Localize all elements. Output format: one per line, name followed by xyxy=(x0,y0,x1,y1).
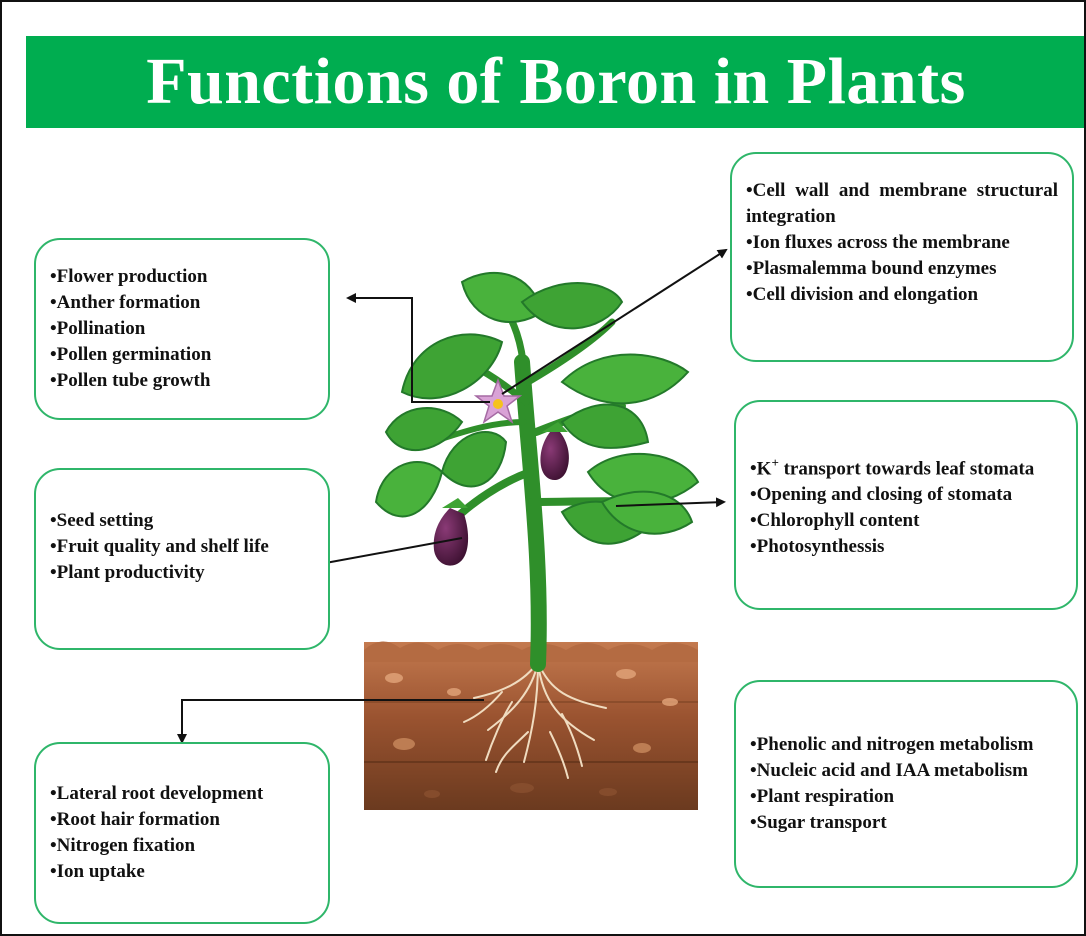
list-item: Phenolic and nitrogen metabolism xyxy=(750,732,1062,758)
list-item: Ion uptake xyxy=(50,859,314,885)
list-item: Seed setting xyxy=(50,508,314,534)
list-item: Sugar transport xyxy=(750,810,1062,836)
list-item: Plant productivity xyxy=(50,560,314,586)
list-item: Pollen germination xyxy=(50,342,314,368)
list-item: Flower production xyxy=(50,264,314,290)
potassium-charge: + xyxy=(771,455,778,470)
list-item-k-transport: K+ transport towards leaf stomata xyxy=(750,450,1062,482)
title-banner-area: Functions of Boron in Plants xyxy=(26,36,1086,128)
cell-functions-box: Cell wall and membrane structural integr… xyxy=(730,152,1074,362)
potassium-symbol: K xyxy=(757,458,772,479)
list-item: Pollination xyxy=(50,316,314,342)
page-title: Functions of Boron in Plants xyxy=(146,44,966,120)
list-item: Chlorophyll content xyxy=(750,508,1062,534)
metabolism-functions-box: Phenolic and nitrogen metabolism Nucleic… xyxy=(734,680,1078,888)
list-item: Photosynthessis xyxy=(750,534,1062,560)
list-item: Fruit quality and shelf life xyxy=(50,534,314,560)
k-transport-text: transport towards leaf stomata xyxy=(779,458,1034,479)
list-item: Plasmalemma bound enzymes xyxy=(746,256,1058,282)
list-item: Root hair formation xyxy=(50,807,314,833)
list-item: Lateral root development xyxy=(50,781,314,807)
list-item: Anther formation xyxy=(50,290,314,316)
list-item: Plant respiration xyxy=(750,784,1062,810)
list-item: Opening and closing of stomata xyxy=(750,482,1062,508)
list-item: Ion fluxes across the membrane xyxy=(746,230,1058,256)
seed-functions-box: Seed setting Fruit quality and shelf lif… xyxy=(34,468,330,650)
list-item: Cell wall and membrane structural integr… xyxy=(746,178,1058,230)
root-functions-box: Lateral root development Root hair forma… xyxy=(34,742,330,924)
flower-functions-box: Flower production Anther formation Polli… xyxy=(34,238,330,420)
stomata-functions-box: K+ transport towards leaf stomata Openin… xyxy=(734,400,1078,610)
list-item: Nucleic acid and IAA metabolism xyxy=(750,758,1062,784)
list-item: Cell division and elongation xyxy=(746,282,1058,308)
list-item: Nitrogen fixation xyxy=(50,833,314,859)
list-item: Pollen tube growth xyxy=(50,368,314,394)
